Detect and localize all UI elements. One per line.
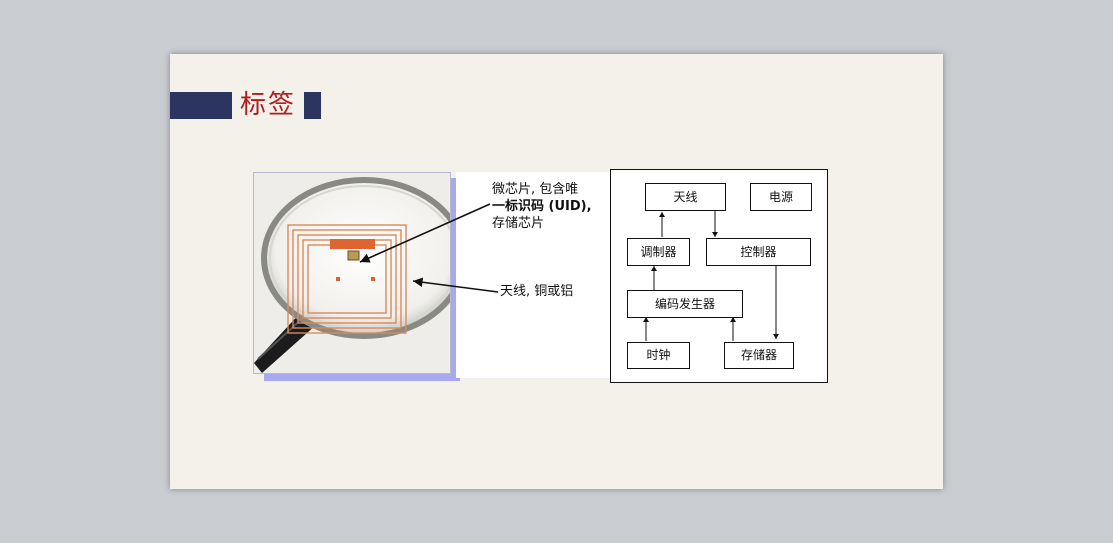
encoder-block: 编码发生器: [627, 290, 743, 318]
slide: 标签: [170, 54, 943, 489]
power-block: 电源: [750, 183, 812, 211]
controller-block: 控制器: [706, 238, 811, 266]
modulator-block: 调制器: [627, 238, 690, 266]
antenna-arrow: [413, 281, 498, 292]
memory-block: 存储器: [724, 342, 794, 369]
block-diagram: 天线 电源 调制器 控制器 编码发生器 时钟 存储器: [610, 169, 828, 383]
chip-annotation: 微芯片, 包含唯 一标识码 (UID), 存储芯片: [492, 181, 612, 232]
chip-annotation-line2: 一标识码 (UID),: [492, 198, 612, 215]
antenna-block: 天线: [645, 183, 726, 211]
chip-annotation-line1: 微芯片, 包含唯: [492, 181, 612, 198]
chip-arrow: [360, 204, 490, 262]
antenna-annotation: 天线, 铜或铝: [500, 283, 573, 300]
chip-annotation-line3: 存储芯片: [492, 215, 612, 232]
clock-block: 时钟: [627, 342, 690, 369]
